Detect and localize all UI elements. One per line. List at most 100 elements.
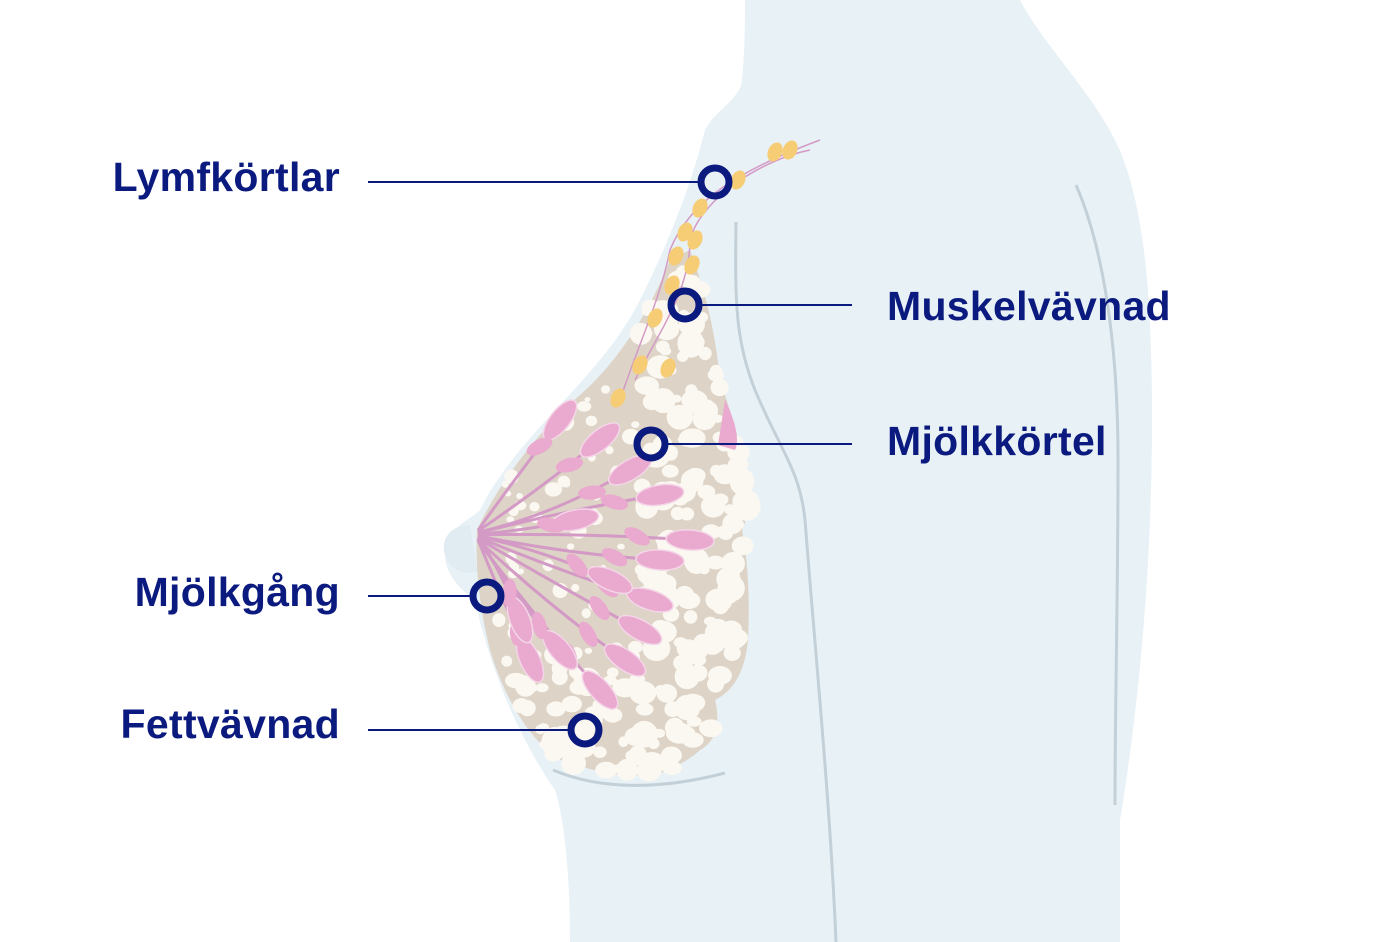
lymph-node [687, 230, 703, 250]
fat-globule [605, 446, 614, 455]
fat-globule [566, 543, 575, 550]
fat-globule [678, 428, 706, 448]
fat-globule [629, 681, 657, 705]
fat-globule [662, 760, 682, 776]
marker-fat-tissue[interactable] [368, 712, 603, 748]
fat-globule [674, 663, 700, 690]
fat-globule [544, 482, 563, 497]
mammary-lobule [603, 643, 647, 677]
fat-globule [714, 667, 726, 679]
fat-globule [671, 394, 682, 403]
fat-globule [617, 543, 625, 550]
marker-muscle-tissue[interactable] [667, 287, 852, 323]
mammary-lobule [555, 457, 584, 473]
fat-globule [519, 700, 536, 717]
mammary-lobule [635, 549, 685, 571]
fat-globule [628, 745, 647, 766]
fat-globule [660, 746, 682, 764]
mammary-lobule [617, 614, 663, 646]
lymph-node [660, 358, 676, 378]
fat-globule [517, 568, 525, 575]
fat-globule [711, 493, 729, 506]
fat-globule [685, 384, 698, 397]
fat-globule [513, 675, 534, 693]
label-fat-tissue: Fettvävnad [120, 701, 340, 747]
marker-mammary-gland[interactable] [633, 426, 852, 462]
fat-globule [595, 761, 617, 779]
fat-globule [635, 703, 654, 716]
fat-globule [585, 415, 598, 427]
lymph-node [610, 388, 626, 408]
fat-globule [661, 464, 679, 478]
lymph-node [664, 275, 680, 295]
fat-globule [616, 758, 638, 781]
label-muscle-tissue: Muskelvävnad [887, 283, 1171, 329]
fat-globule [642, 393, 661, 411]
mammary-lobule [589, 596, 610, 621]
fat-globule [703, 616, 717, 626]
fat-globule [721, 551, 745, 576]
fat-globule [677, 351, 689, 362]
fat-globule [718, 628, 746, 650]
fat-globule [600, 385, 611, 394]
fat-globule [706, 555, 725, 570]
lymph-vessel [619, 139, 821, 401]
mammary-lobule [578, 485, 606, 500]
fat-globule [535, 683, 549, 693]
fat-globule [673, 637, 688, 648]
mammary-lobule [635, 483, 685, 507]
mammary-lobules [502, 399, 737, 710]
fat-globule [723, 521, 735, 532]
fat-globule [709, 464, 723, 477]
fat-globule [576, 401, 592, 412]
fat-globule [636, 759, 662, 782]
lymph-node [692, 198, 708, 218]
fat-globule [631, 693, 643, 702]
mammary-lobule [718, 400, 737, 450]
fat-globule [684, 548, 710, 575]
fat-globule [712, 414, 724, 423]
nipple [443, 525, 478, 573]
fat-globule [729, 467, 755, 496]
fat-globule [689, 404, 702, 413]
marker-lymph-nodes[interactable] [368, 164, 733, 200]
lymph-node [782, 140, 798, 160]
marker-ring-icon[interactable] [469, 578, 505, 614]
lymph-node [668, 246, 684, 266]
fat-globule [634, 376, 659, 395]
mammary-lobule [502, 578, 517, 607]
marker-ring-icon[interactable] [697, 164, 733, 200]
fat-globule [679, 507, 695, 521]
marker-milk-duct[interactable] [368, 578, 505, 614]
fat-globule [677, 328, 705, 358]
marker-ring-icon[interactable] [667, 287, 703, 323]
milk-duct-branch [477, 532, 691, 542]
mammary-lobule [531, 611, 548, 640]
mammary-lobule [581, 670, 619, 710]
fat-globule [603, 707, 623, 723]
fat-globule [549, 740, 566, 754]
label-mammary-gland: Mjölkkörtel [887, 418, 1107, 464]
label-milk-duct: Mjölkgång [134, 569, 340, 615]
fat-globule [630, 720, 658, 748]
label-lymph-nodes: Lymfkörtlar [112, 154, 340, 200]
marker-ring-icon[interactable] [633, 426, 669, 462]
mammary-lobule [537, 517, 565, 533]
lymph-node [647, 308, 663, 328]
fat-globule [492, 613, 506, 628]
fat-globule [731, 536, 754, 556]
fat-globule [705, 402, 718, 416]
mammary-lobule [566, 553, 588, 577]
fat-globule [606, 667, 619, 678]
fat-globule [631, 421, 640, 429]
mammary-lobule [624, 527, 650, 546]
fat-globule [529, 502, 540, 512]
fat-globule [674, 585, 695, 606]
fat-globule [612, 764, 623, 774]
marker-ring-icon[interactable] [567, 712, 603, 748]
fat-globule [546, 701, 566, 717]
mammary-lobule [665, 529, 715, 551]
breast-fold-line [552, 768, 726, 787]
fat-globule [561, 695, 582, 713]
